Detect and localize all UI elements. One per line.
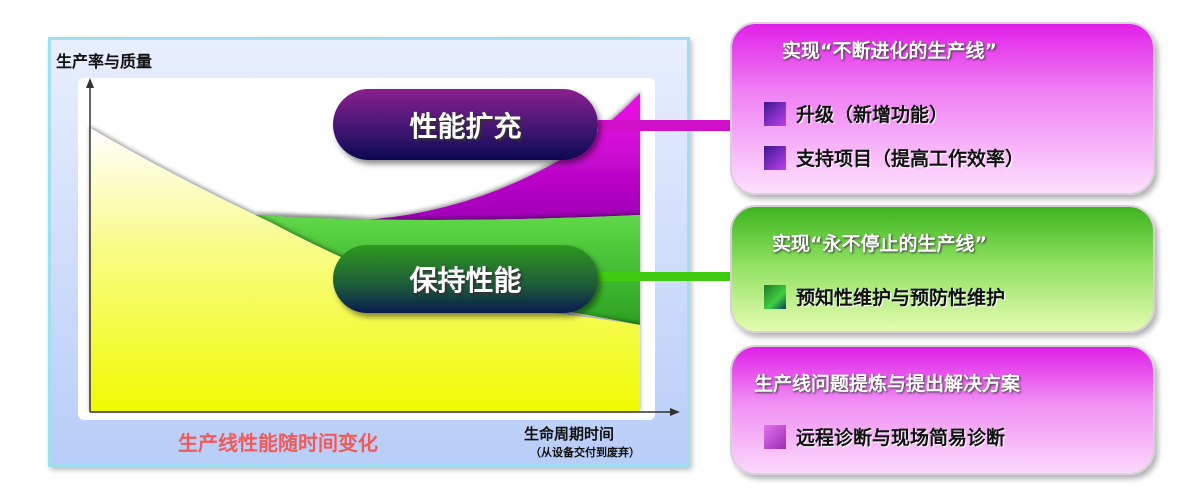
item-text: 预知性维护与预防性维护	[796, 287, 1006, 309]
box-title: 实现“永不停止的生产线”	[772, 233, 987, 255]
expand-area	[255, 93, 640, 221]
item-text: 升级（新增功能）	[796, 104, 949, 126]
list-item: 支持项目（提高工作效率）	[764, 144, 1024, 171]
chart-caption: 生产线性能随时间变化	[178, 431, 378, 455]
performance-chart	[86, 78, 680, 416]
maintain-connector	[598, 272, 732, 281]
y-axis-label: 生产率与质量	[56, 52, 153, 71]
bullet-square-icon	[764, 284, 786, 309]
problem-solution-box: 生产线问题提炼与提出解决方案 远程诊断与现场简易诊断	[730, 345, 1155, 475]
x-axis-arrow-icon	[670, 408, 680, 416]
list-item: 升级（新增功能）	[764, 100, 948, 127]
pill-performance-expansion: 性能扩充	[333, 89, 598, 160]
bullet-square-icon	[764, 424, 786, 449]
item-text: 支持项目（提高工作效率）	[796, 148, 1025, 170]
x-axis-label: 生命周期时间	[524, 425, 615, 443]
item-text: 远程诊断与现场简易诊断	[796, 427, 1006, 449]
y-axis-arrow-icon	[86, 78, 94, 88]
list-item: 预知性维护与预防性维护	[764, 283, 1005, 310]
bullet-square-icon	[764, 101, 786, 126]
evolving-line-box: 实现“不断进化的生产线” 升级（新增功能） 支持项目（提高工作效率）	[730, 22, 1155, 195]
expand-connector	[598, 120, 732, 131]
pill-performance-maintenance: 保持性能	[333, 245, 598, 313]
x-axis-sublabel: （从设备交付到废弃）	[530, 446, 640, 459]
box-title: 实现“不断进化的生产线”	[782, 40, 997, 62]
box-title: 生产线问题提炼与提出解决方案	[754, 373, 1021, 395]
list-item: 远程诊断与现场简易诊断	[764, 423, 1005, 450]
bullet-square-icon	[764, 145, 786, 170]
nonstop-line-box: 实现“永不停止的生产线” 预知性维护与预防性维护	[730, 205, 1155, 333]
